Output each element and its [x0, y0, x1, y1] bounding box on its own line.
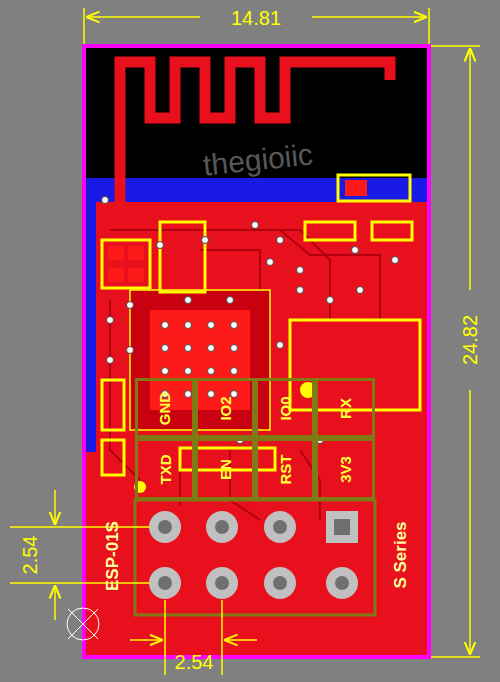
series-name: S Series: [392, 521, 409, 588]
via: [231, 322, 238, 329]
dimension-lines: [10, 8, 480, 675]
via: [208, 391, 215, 398]
via: [227, 297, 234, 304]
pin-name: EN: [217, 459, 234, 480]
via: [185, 322, 192, 329]
via: [277, 237, 284, 244]
pin-name: IO2: [217, 396, 234, 420]
module-name: ESP-01S: [104, 521, 121, 591]
watermark: thegioiic: [202, 139, 315, 180]
via: [127, 302, 134, 309]
smd-pads: [108, 180, 404, 282]
pin-name: RX: [337, 398, 354, 419]
via: [162, 345, 169, 352]
via: [208, 322, 215, 329]
vias: [102, 197, 399, 444]
via: [297, 267, 304, 274]
pin-name: GND: [157, 391, 174, 424]
ground-band: [86, 178, 427, 202]
via: [127, 347, 134, 354]
via: [208, 345, 215, 352]
antenna-trace: [120, 62, 390, 205]
via: [267, 259, 274, 266]
silkscreen-grid: [135, 500, 375, 615]
antenna-feed: [116, 205, 124, 240]
via: [162, 322, 169, 329]
dimension-text: 14.81: [231, 8, 281, 28]
ground-edge: [86, 202, 96, 452]
pin-label-cell: RX: [315, 378, 375, 438]
via: [185, 345, 192, 352]
qfn-chip: [130, 290, 270, 430]
origin-mark: [67, 608, 99, 640]
dimension-text: 2.54: [20, 536, 40, 575]
via: [185, 297, 192, 304]
via: [231, 345, 238, 352]
pin-label-cell: IO2: [195, 378, 255, 438]
pin-label-cell: IO0: [255, 378, 315, 438]
pin-name: 3V3: [336, 456, 353, 483]
via: [102, 197, 109, 204]
via: [185, 368, 192, 375]
smd-parts: [102, 175, 412, 475]
via: [277, 342, 284, 349]
via: [357, 287, 364, 294]
pin-name: TXD: [157, 454, 174, 484]
pin-label-cell: 3V3: [315, 438, 375, 500]
via: [185, 391, 192, 398]
board-outline: [84, 46, 429, 657]
pin-label-cell: EN: [195, 438, 255, 500]
via: [352, 247, 359, 254]
via: [208, 368, 215, 375]
via: [392, 257, 399, 264]
pin-label-cell: RST: [255, 438, 315, 500]
pin-label-cell: TXD: [135, 438, 195, 500]
via: [202, 237, 209, 244]
dimension-text: 2.54: [175, 652, 214, 672]
pin-name: RST: [277, 454, 294, 484]
crystal-outline: [290, 320, 420, 410]
via: [107, 357, 114, 364]
via: [231, 368, 238, 375]
via: [252, 222, 259, 229]
dimension-text: 24.82: [460, 315, 480, 365]
via: [107, 317, 114, 324]
via: [157, 242, 164, 249]
via: [297, 287, 304, 294]
chip-vias: [162, 322, 238, 398]
via: [327, 297, 334, 304]
pin-label-cell: GND: [135, 378, 195, 438]
pin-name: IO0: [277, 396, 294, 420]
via: [162, 368, 169, 375]
header-pins: [149, 511, 358, 599]
